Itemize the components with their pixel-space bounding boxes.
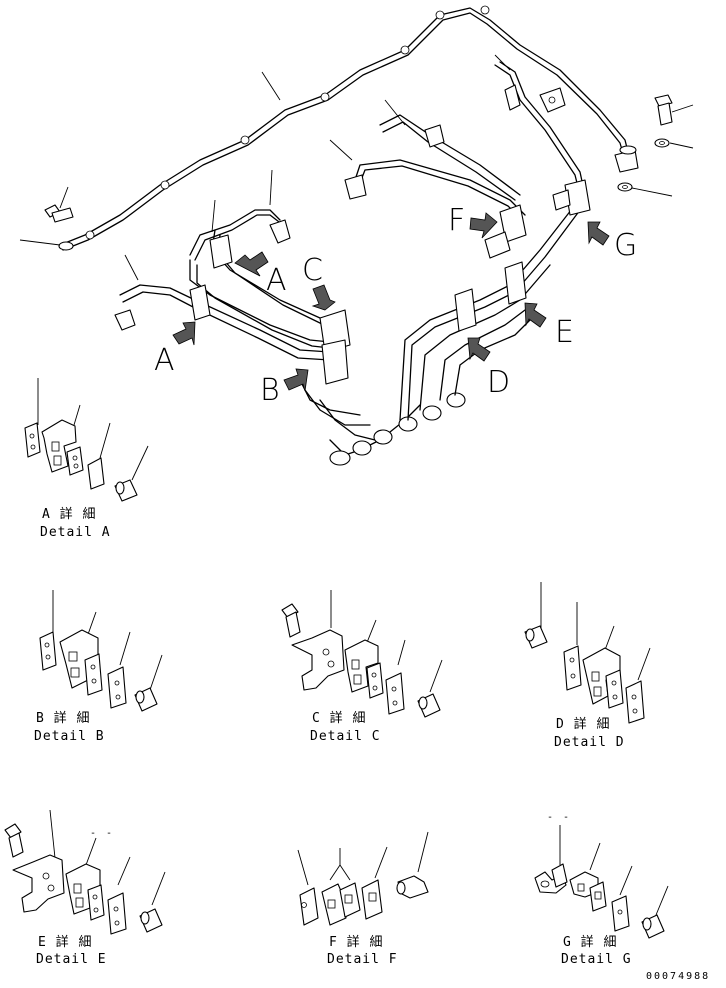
detail-f-jp-label: F 詳 細 xyxy=(329,934,383,950)
detail-a-en-label: Detail A xyxy=(40,525,111,540)
detail-f: F 詳 細 Detail F xyxy=(297,831,429,967)
detail-a: A 詳 細 Detail A xyxy=(24,378,149,540)
callout-letter-g: G xyxy=(614,228,637,263)
callout-letter-b: B xyxy=(260,373,280,408)
arrow-c xyxy=(311,284,336,311)
detail-g-mark: - - xyxy=(547,812,571,823)
detail-g: - - G 詳 細 Detail G xyxy=(534,812,669,967)
leak-off-line xyxy=(59,5,639,251)
center-clamp-cluster xyxy=(299,309,466,466)
arrow-d xyxy=(467,337,491,362)
detail-b-en-label: Detail B xyxy=(34,729,105,744)
detail-d-jp-label: D 詳 細 xyxy=(556,716,610,732)
callout-letter-f: F xyxy=(448,203,465,238)
detail-e: - - E 詳 細 Detail E xyxy=(4,809,166,967)
callout-arrows xyxy=(172,212,610,392)
detail-e-jp-label: E 詳 細 xyxy=(38,934,92,950)
detail-b-jp-label: B 詳 細 xyxy=(36,710,90,726)
callout-letter-d: D xyxy=(487,365,510,400)
arrow-f xyxy=(469,212,498,239)
arrow-g xyxy=(587,221,610,246)
detail-e-mark: - - xyxy=(90,828,114,839)
callout-letter-c: C xyxy=(302,253,323,288)
detail-e-en-label: Detail E xyxy=(36,952,107,967)
arrow-e xyxy=(524,302,547,328)
detail-b: B 詳 細 Detail B xyxy=(34,590,163,744)
detail-c-en-label: Detail C xyxy=(310,729,381,744)
detail-g-en-label: Detail G xyxy=(561,952,632,967)
main-leaders xyxy=(124,54,511,281)
arrow-a-lower xyxy=(172,321,196,346)
detail-c-jp-label: C 詳 細 xyxy=(312,710,366,726)
callout-letter-a-lower: A xyxy=(154,343,175,378)
detail-f-en-label: Detail F xyxy=(327,952,398,967)
top-right-bolt xyxy=(617,94,694,197)
detail-d-en-label: Detail D xyxy=(554,735,625,750)
detail-g-jp-label: G 詳 細 xyxy=(563,934,617,950)
top-left-bolt xyxy=(19,186,74,251)
arrow-b xyxy=(283,368,309,392)
main-assembly: A A B C D E F G xyxy=(19,5,694,466)
detail-c: C 詳 細 Detail C xyxy=(281,590,443,744)
left-pipe-bundle xyxy=(114,209,346,361)
callout-letter-e: E xyxy=(555,315,574,350)
right-pipe-bundle xyxy=(344,114,591,421)
arrow-a-upper xyxy=(234,251,269,277)
detail-a-jp-label: A 詳 細 xyxy=(42,506,96,522)
detail-d: D 詳 細 Detail D xyxy=(524,582,651,750)
top-right-fitting xyxy=(494,61,586,196)
callout-letter-a-upper: A xyxy=(266,263,287,298)
drawing-code: 00074988 xyxy=(646,971,710,982)
